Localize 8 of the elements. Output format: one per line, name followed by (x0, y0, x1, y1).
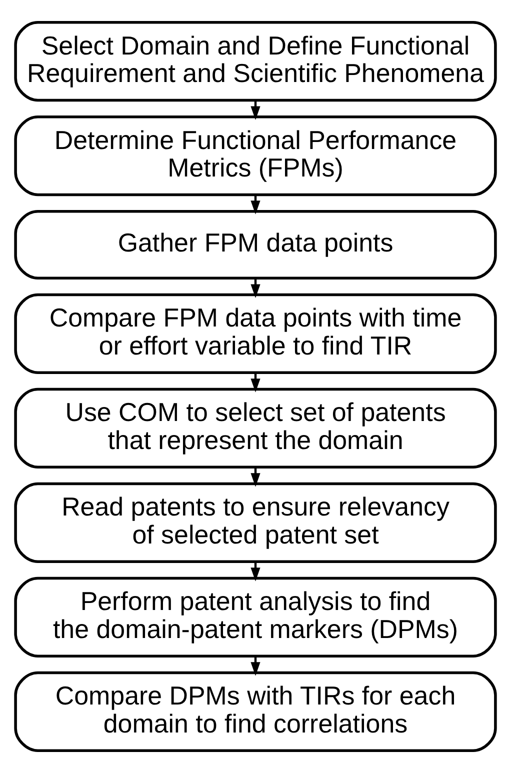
node-box: Determine Functional Performance Metrics (FPMs) (14, 115, 497, 196)
node-box: Perform patent analysis to find the domain-patent markers (DPMs) (14, 576, 497, 657)
node-box: Compare FPM data points with time or effort variable to find TIR (14, 292, 497, 374)
node-box: Read patents to ensure relevancy of selected patent set (14, 482, 497, 562)
node-box: Use COM to select set of patents that represent the domain (14, 387, 497, 468)
node-box: Compare DPMs with TIRs for each domain to find correlations (14, 670, 497, 752)
node-box: Gather FPM data points (14, 210, 497, 279)
node-box: Select Domain and Define Functional Requirement and Scientific Phenomena (14, 20, 497, 102)
